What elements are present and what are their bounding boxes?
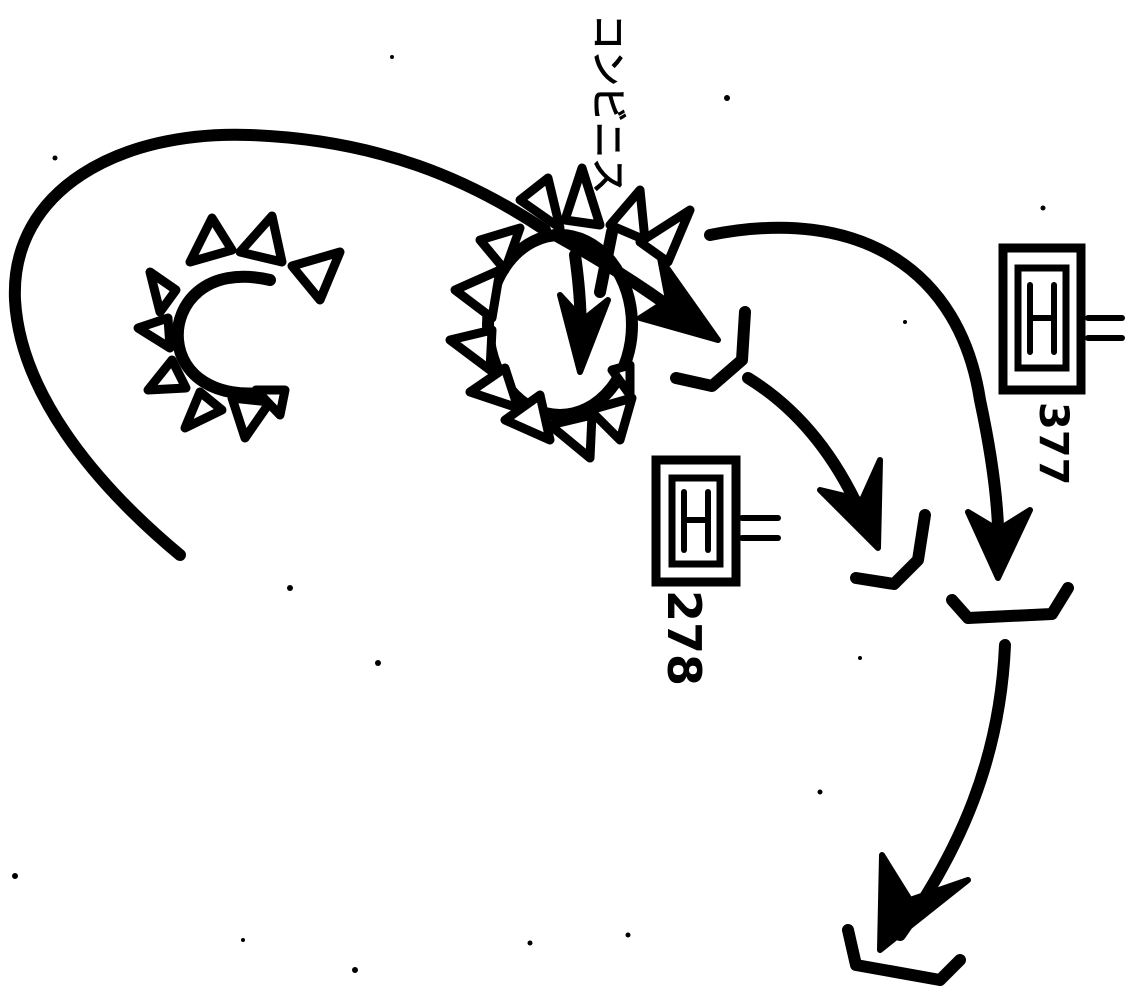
right-arc-head (965, 507, 1033, 581)
bracket-1-to-2-head (817, 457, 883, 551)
left-arc-path (8, 128, 551, 561)
gate-box-upper (998, 243, 1125, 395)
bracket-node-1 (670, 306, 751, 392)
center-sun-icon (445, 163, 695, 463)
bracket-node-3 (946, 582, 1074, 624)
gate-box-upper-number: 377 (1030, 402, 1076, 486)
bracket-node-4 (842, 924, 966, 986)
left-sun-icon (133, 211, 345, 443)
right-arc-path (704, 221, 1005, 566)
bracket-3-to-4-head (877, 852, 971, 953)
sun-to-bracket-1-head (637, 255, 721, 343)
top-annotation-label: コンビニス (587, 14, 628, 194)
bracket-node-2 (850, 509, 931, 590)
gate-box-lower (651, 455, 781, 587)
paper-specks (12, 55, 1046, 973)
center-down-arrow-head (557, 292, 611, 375)
gate-box-lower-number: 278 (657, 590, 711, 686)
